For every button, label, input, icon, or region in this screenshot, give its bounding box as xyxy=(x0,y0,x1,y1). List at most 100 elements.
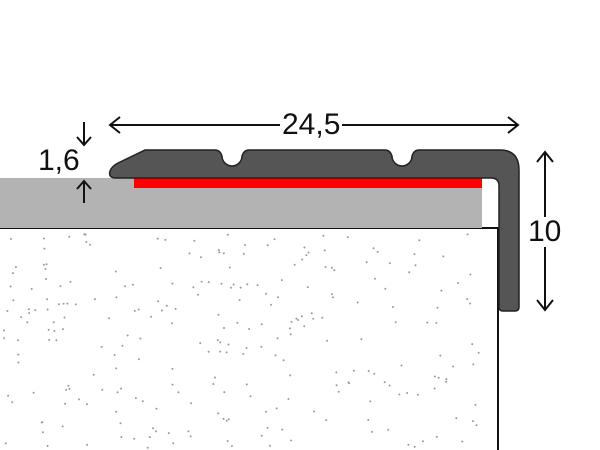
texture-dot xyxy=(6,310,9,312)
texture-dot xyxy=(391,306,394,308)
nosing-profile xyxy=(108,149,520,312)
texture-dot xyxy=(223,327,225,329)
texture-dot xyxy=(11,401,14,404)
texture-dot xyxy=(472,363,475,366)
texture-dot xyxy=(301,258,304,261)
texture-dot xyxy=(171,322,173,325)
texture-dot xyxy=(214,376,216,379)
texture-dot xyxy=(67,384,70,387)
texture-dot xyxy=(346,236,349,239)
texture-dot xyxy=(413,445,416,448)
texture-dot xyxy=(121,344,124,347)
texture-dot xyxy=(26,321,29,324)
texture-dot xyxy=(295,317,298,320)
texture-dot xyxy=(370,430,373,433)
texture-dot xyxy=(61,328,64,331)
texture-dot xyxy=(269,444,271,447)
texture-dot xyxy=(164,238,167,241)
texture-dot xyxy=(17,353,20,356)
texture-dot xyxy=(172,442,175,445)
texture-dot xyxy=(383,381,386,384)
texture-dot xyxy=(265,410,268,413)
texture-dot xyxy=(68,235,71,238)
adhesive-strip xyxy=(134,178,482,188)
texture-dot xyxy=(222,417,225,420)
texture-dot xyxy=(398,393,401,396)
texture-dot xyxy=(325,419,328,422)
texture-dot xyxy=(115,367,118,370)
texture-dot xyxy=(227,418,230,421)
texture-dot xyxy=(333,269,336,272)
texture-dot xyxy=(226,440,229,442)
texture-dot xyxy=(276,337,279,340)
texture-dot xyxy=(68,387,71,390)
texture-dot xyxy=(330,293,333,296)
texture-dot xyxy=(115,410,118,413)
texture-dot xyxy=(445,380,448,383)
thickness-dimension-arrows xyxy=(76,122,92,203)
texture-dot xyxy=(171,367,174,370)
texture-dot xyxy=(323,249,326,252)
texture-dot xyxy=(246,283,249,286)
texture-dot xyxy=(42,237,45,240)
texture-dot xyxy=(159,267,162,270)
texture-dot xyxy=(475,424,478,427)
texture-dot xyxy=(200,280,203,283)
texture-dot xyxy=(394,321,397,324)
texture-dot xyxy=(331,296,334,299)
texture-dot xyxy=(141,400,144,403)
texture-dot xyxy=(48,338,51,341)
texture-dot xyxy=(45,278,47,280)
texture-dot xyxy=(27,308,30,311)
texture-dot xyxy=(440,289,443,292)
texture-dot xyxy=(471,343,474,346)
texture-dot xyxy=(303,246,306,249)
texture-dot xyxy=(42,263,45,266)
texture-dot xyxy=(3,329,5,332)
texture-dot xyxy=(232,283,235,286)
texture-dot xyxy=(120,436,123,438)
texture-dot xyxy=(330,266,333,269)
texture-dot xyxy=(388,384,391,387)
texture-dot xyxy=(146,446,149,449)
texture-dot xyxy=(225,419,228,422)
texture-dot xyxy=(124,285,126,288)
texture-dot xyxy=(47,328,50,331)
texture-dot xyxy=(289,374,292,377)
texture-dot xyxy=(461,440,464,443)
texture-dot xyxy=(388,262,391,265)
texture-dot xyxy=(437,376,440,379)
texture-dot xyxy=(290,439,293,442)
texture-dot xyxy=(376,250,379,253)
texture-dot xyxy=(306,286,309,289)
texture-dot xyxy=(414,264,417,267)
texture-dot xyxy=(408,271,411,274)
texture-dot xyxy=(242,252,245,255)
texture-dot xyxy=(326,339,329,342)
texture-dot xyxy=(85,241,88,243)
texture-dot xyxy=(3,337,6,340)
texture-dot xyxy=(335,371,338,374)
texture-dot xyxy=(160,309,163,312)
texture-dot xyxy=(260,434,263,437)
texture-dot xyxy=(66,302,69,305)
texture-dot xyxy=(32,391,35,394)
texture-dot xyxy=(7,394,10,397)
texture-dot xyxy=(273,238,276,241)
texture-dot xyxy=(281,428,284,431)
texture-dot xyxy=(455,417,458,420)
texture-dot xyxy=(435,435,438,438)
texture-dot xyxy=(219,341,222,344)
texture-dot xyxy=(108,317,110,320)
texture-dot xyxy=(177,391,180,394)
texture-dot xyxy=(228,266,231,269)
texture-dot xyxy=(266,244,269,247)
texture-dot xyxy=(46,298,49,301)
texture-dot xyxy=(387,428,390,431)
width-label: 24,5 xyxy=(280,108,343,141)
texture-dot xyxy=(120,387,123,390)
texture-dot xyxy=(260,345,263,348)
texture-dot xyxy=(384,287,387,290)
texture-dot xyxy=(116,391,119,394)
texture-dot xyxy=(155,430,157,433)
